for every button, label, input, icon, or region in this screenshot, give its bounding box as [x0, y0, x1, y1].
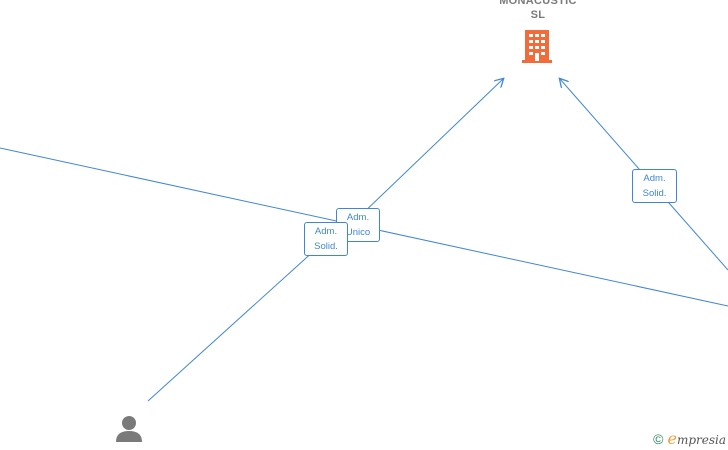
brand-logo-initial: e	[667, 429, 677, 448]
role-label-line2: Solid.	[314, 241, 338, 252]
role-label-line2: Unico	[345, 227, 371, 238]
building-icon[interactable]	[522, 30, 552, 63]
role-label-line1: Adm.	[314, 226, 338, 237]
person-icon[interactable]	[116, 416, 142, 442]
role-label-line2: Solid.	[642, 188, 667, 199]
company-name-line1[interactable]: MONACUSTIC	[499, 0, 577, 7]
edge-line-person	[147, 239, 327, 402]
edge-line-unico	[357, 79, 503, 219]
empresia-footer: ©empresia	[653, 429, 726, 448]
role-label-line1: Adm.	[346, 212, 370, 223]
brand-logo-text: mpresia	[676, 433, 726, 447]
company-name[interactable]: MONACUSTIC SL	[478, 0, 598, 22]
role-label-adm-solid-person[interactable]: Adm. Solid.	[304, 222, 348, 256]
role-label-line1: Adm.	[643, 173, 666, 184]
copyright-symbol: ©	[653, 431, 664, 447]
edge-line-right-upper	[560, 79, 655, 187]
company-name-line2[interactable]: SL	[530, 9, 546, 21]
role-label-adm-solid-right[interactable]: Adm. Solid.	[632, 169, 677, 203]
